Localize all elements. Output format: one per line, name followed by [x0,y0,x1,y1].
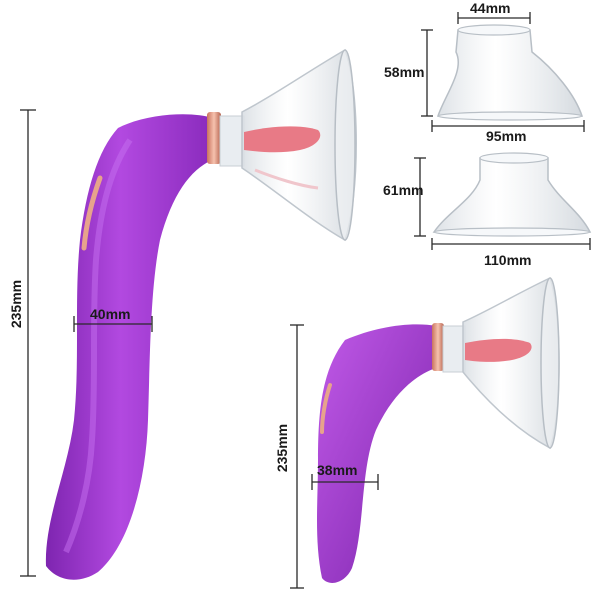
label-top-cup-height: 58mm [384,64,425,80]
large-device-tongue-shadow [254,168,319,190]
dimension-lines [20,12,591,589]
cup-small-diagram [436,24,584,121]
label-small-device-width: 38mm [317,462,358,478]
cup-small-top-rim [457,24,531,36]
small-device-neck [442,325,466,373]
label-bottom-cup-base-width: 110mm [484,252,532,268]
small-device-tongue [465,338,532,362]
cup-large-shape [432,157,592,233]
small-device-accent-stripe [320,383,332,434]
cup-large-diagram [432,152,592,237]
cup-large-top-rim [479,152,549,164]
small-device [317,276,560,583]
large-device-tongue [244,126,321,153]
label-small-device-length: 235mm [274,423,290,473]
large-device-highlight [63,138,133,554]
small-device-collar [432,323,444,371]
label-large-device-length: 235mm [8,279,24,329]
label-top-cup-base-width: 95mm [486,128,527,144]
large-device-neck [219,115,245,167]
label-top-cup-top-width: 44mm [470,0,511,16]
small-device-cup-rim [540,277,560,449]
large-device-handle [45,114,212,580]
large-device-cup-rim [334,49,356,241]
small-device-handle [317,324,436,583]
large-device-collar [207,112,221,164]
large-device [45,48,357,580]
large-device-accent-stripe [81,175,103,251]
label-large-device-width: 40mm [90,306,131,322]
label-bottom-cup-height: 61mm [383,182,424,198]
cup-small-shape [436,29,584,117]
cup-small-base-rim [437,111,583,121]
cup-large-base-rim [433,227,591,237]
